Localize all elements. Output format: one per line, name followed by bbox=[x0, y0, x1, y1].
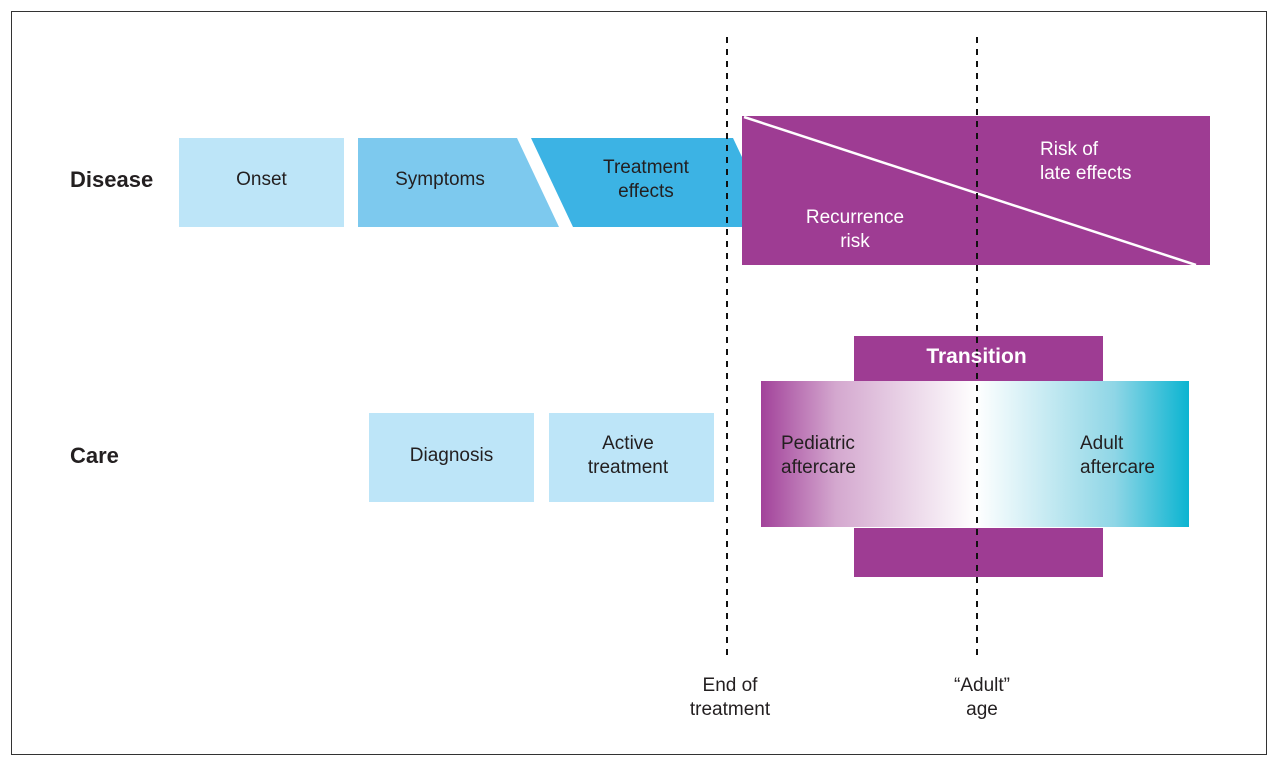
risk-diagonal-line bbox=[743, 115, 1197, 267]
onset-box bbox=[179, 138, 344, 227]
symptoms-label: Symptoms bbox=[395, 169, 485, 190]
diagnosis-label: Diagnosis bbox=[409, 445, 494, 466]
risk-late-effects-label: Risk of late effects bbox=[1040, 139, 1132, 184]
pediatric-aftercare-label: Pediatric aftercare bbox=[781, 433, 856, 478]
treatment-effects-box bbox=[531, 138, 775, 227]
active-treatment-label: Active treatment bbox=[587, 433, 669, 478]
end-of-treatment-label: End of treatment bbox=[689, 675, 771, 720]
disease-row-title: Disease bbox=[70, 167, 154, 192]
transition-bottom-bar bbox=[854, 528, 1103, 577]
diagnosis-box bbox=[369, 413, 534, 502]
recurrence-risk-label: Recurrence risk bbox=[805, 207, 905, 252]
pediatric-aftercare-box bbox=[761, 381, 976, 527]
symptoms-box bbox=[358, 138, 559, 227]
active-treatment-box bbox=[549, 413, 714, 502]
transition-label: Transition bbox=[926, 345, 1027, 368]
care-row-title: Care bbox=[70, 443, 119, 468]
diagram-frame bbox=[11, 11, 1267, 755]
transition-top-bar bbox=[854, 336, 1103, 382]
adult-age-label: “Adult” age bbox=[954, 675, 1010, 720]
adult-aftercare-box bbox=[976, 381, 1189, 527]
adult-aftercare-label: Adult aftercare bbox=[1080, 433, 1155, 478]
onset-label: Onset bbox=[236, 169, 287, 190]
treatment-effects-label: Treatment effects bbox=[603, 157, 689, 202]
